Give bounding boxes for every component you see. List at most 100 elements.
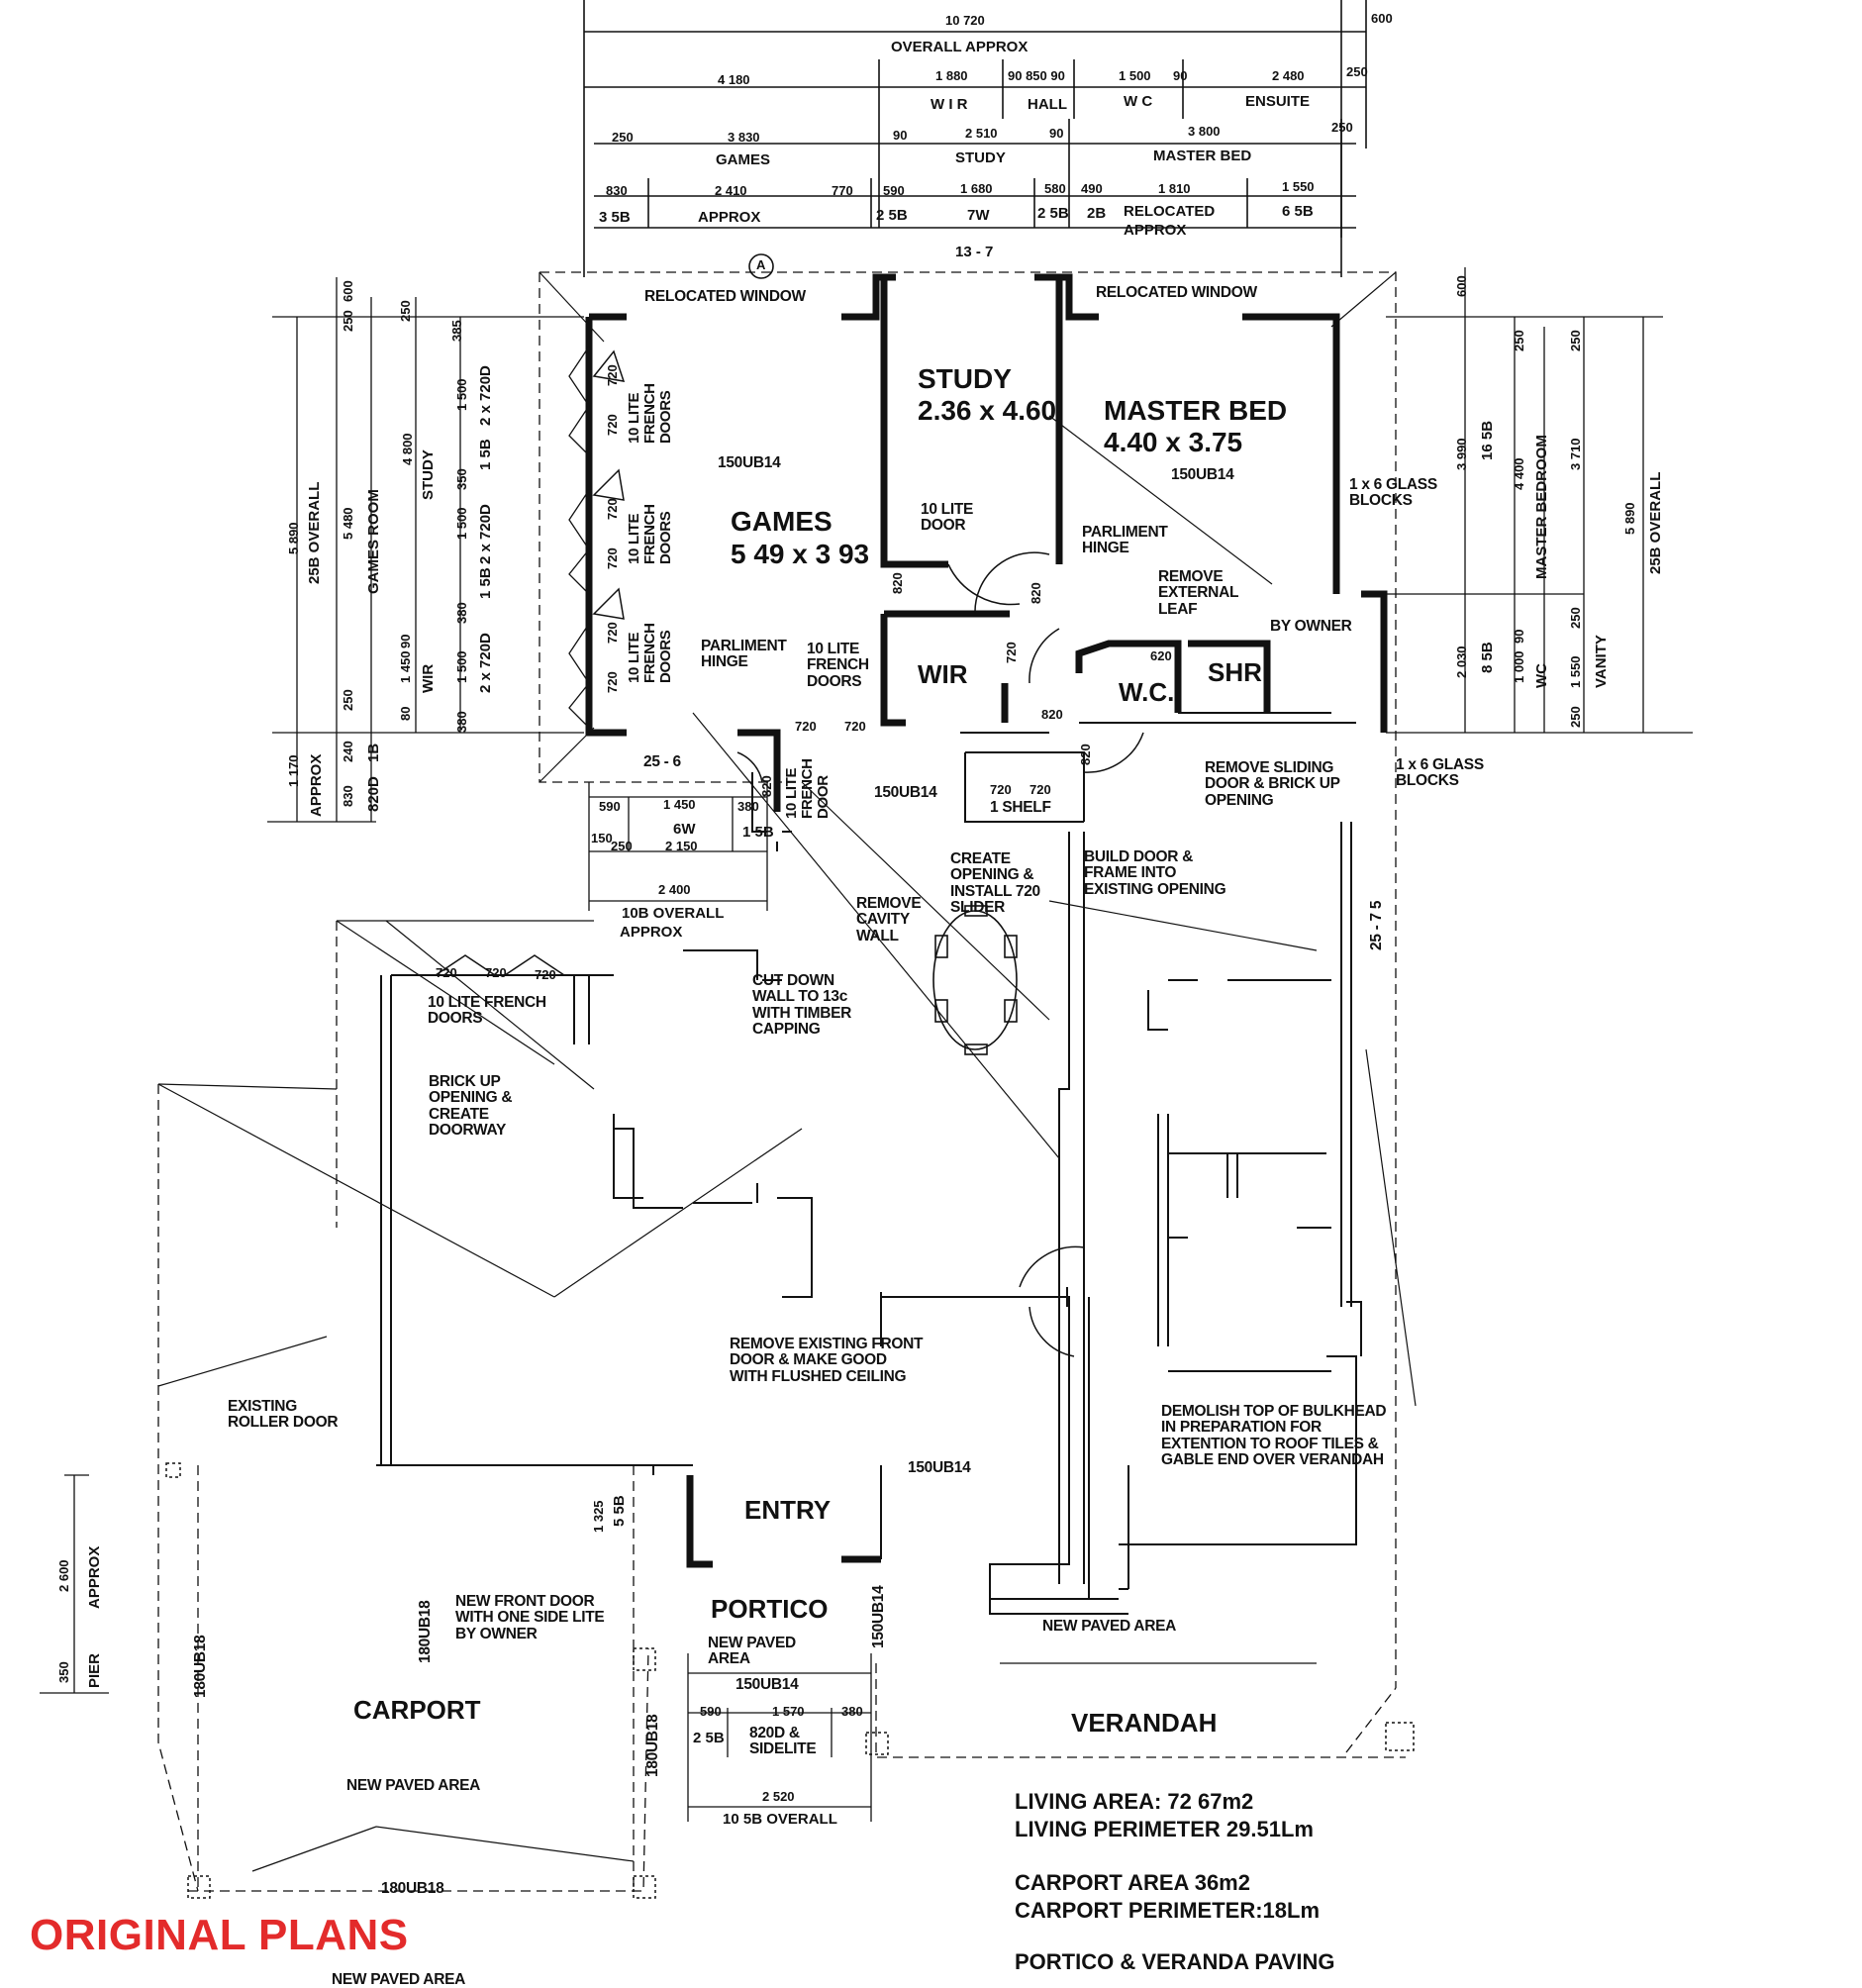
left-bottom-1B: 1B (365, 743, 382, 762)
carport-beam-left: 180UB18 (192, 1635, 209, 1698)
door-dim-820-study: 820 (890, 572, 905, 594)
section-marker-circle (748, 253, 774, 279)
top-row3-label-8: 6 5B (1282, 203, 1314, 220)
top-row3-dim-5: 580 (1044, 181, 1066, 196)
top-row2-dim-5: 3 800 (1188, 124, 1221, 139)
right-250d: 250 (1568, 706, 1583, 728)
games-dim-590: 590 (599, 799, 621, 814)
top-row3-dim-1: 2 410 (715, 183, 747, 198)
games-dim-1450: 1 450 (663, 797, 696, 812)
right-600: 600 (1454, 275, 1469, 297)
right-3710: 3 710 (1568, 438, 1583, 470)
portico-beam-18: 180UB18 (644, 1714, 661, 1777)
left-approx-label: APPROX (308, 753, 325, 817)
door-dim-720-h: 720 (844, 719, 866, 734)
door-dim-720-a: 720 (605, 364, 620, 386)
right-8-5B: 8 5B (1479, 642, 1496, 673)
games-dim-380: 380 (737, 799, 759, 814)
top-row1-dim-1: 1 880 (935, 68, 968, 83)
study-room-size: 2.36 x 4.60 (918, 395, 1057, 426)
top-row2-label-1: STUDY (955, 149, 1006, 166)
portico-dim-5-5B: 5 5B (611, 1495, 628, 1527)
left-opening-1: 1 5B (477, 439, 494, 470)
pier-dimension-lines (40, 1474, 109, 1694)
portico-dim-1325: 1 325 (591, 1500, 606, 1533)
right-250a: 250 (1512, 330, 1526, 351)
games-parliment-hinge: PARLIMENT HINGE (701, 638, 787, 671)
right-1000: 1 000 (1512, 650, 1526, 683)
door-dim-820-games: 820 (759, 775, 774, 797)
portico-beam-vertical: 150UB14 (870, 1585, 887, 1648)
portico-dim-overall: 10 5B OVERALL (723, 1811, 837, 1828)
left-overall-mm: 5 890 (286, 522, 301, 554)
top-row3-label-2: 2 5B (876, 207, 908, 224)
top-course-label: 13 - 7 (955, 244, 994, 260)
dining-table (932, 905, 1018, 1055)
left-dim-a2: 250 (398, 300, 413, 322)
left-bottom-820D: 820D (365, 776, 382, 812)
games-dim-overall: 10B OVERALL (622, 905, 725, 922)
top-row3-label-0: 3 5B (599, 209, 631, 226)
top-row3-dim-7: 1 810 (1158, 181, 1191, 196)
right-90: 90 (1512, 629, 1526, 644)
left-wir-label: WIR (420, 663, 437, 693)
remove-front-door: REMOVE EXISTING FRONT DOOR & MAKE GOOD W… (730, 1336, 924, 1385)
games-bottom-dimension-lines (588, 782, 768, 911)
side-dimension-lines (267, 267, 1693, 823)
carport-beam-mid: 180UB18 (417, 1600, 434, 1663)
left-dim-a3: 385 (449, 320, 464, 342)
french-doors-note-2: 10 LITE FRENCH DOORS (626, 504, 674, 564)
portico-label: PORTICO (711, 1594, 829, 1624)
left-dim-a10: 90 (398, 634, 413, 648)
beam-entry: 150UB14 (908, 1459, 971, 1476)
games-dim-2400: 2 400 (658, 882, 691, 897)
carport-beam-bottom: 180UB18 (381, 1880, 444, 1897)
left-dim-a7: 380 (454, 602, 469, 624)
left-study-label: STUDY (420, 449, 437, 500)
door-dim-720-l: 720 (485, 965, 507, 980)
top-row3-dim-4: 1 680 (960, 181, 993, 196)
door-dim-720-d: 720 (605, 547, 620, 569)
right-vanity: VANITY (1593, 635, 1610, 688)
relocated-window-left: RELOCATED WINDOW (644, 288, 806, 305)
top-row3-dim-6: 490 (1081, 181, 1103, 196)
beam-hall: 150UB14 (874, 784, 937, 801)
living-perimeter: LIVING PERIMETER 29.51Lm (1015, 1817, 1314, 1841)
portico-dim-380: 380 (841, 1704, 863, 1719)
left-study-mm: 4 800 (400, 433, 415, 465)
top-row2-dim-4: 90 (1049, 126, 1064, 141)
right-master-label: MASTER BEDROOM (1533, 435, 1550, 579)
top-row1-dim-2: 90 850 90 (1008, 68, 1065, 83)
left-games-label: GAMES ROOM (365, 489, 382, 594)
new-front-door: NEW FRONT DOOR WITH ONE SIDE LITE BY OWN… (455, 1593, 605, 1642)
top-overall-dim: 10 720 (945, 13, 985, 28)
right-master-mm: 4 400 (1512, 457, 1526, 490)
carport-perimeter: CARPORT PERIMETER:18Lm (1015, 1898, 1321, 1923)
top-row1-label-2: W C (1124, 93, 1153, 110)
top-row1-dim-6: 250 (1346, 64, 1368, 79)
course-25-75: 25 - 7 5 (1368, 900, 1385, 950)
side-lite-note: 820D & SIDELITE (749, 1725, 817, 1758)
games-dim-250: 250 (611, 839, 633, 853)
plan-title: ORIGINAL PLANS (30, 1911, 409, 1959)
top-row3-dim-8: 1 550 (1282, 179, 1315, 194)
existing-walls (376, 712, 1362, 1615)
door-dim-820-wc: 820 (1041, 707, 1063, 722)
carport-label: CARPORT (353, 1695, 481, 1725)
top-row3-label-1: APPROX (698, 209, 761, 226)
top-row2-label-0: GAMES (716, 151, 771, 168)
left-overall-label: 25B OVERALL (306, 481, 323, 584)
left-dim-a5: 350 (454, 468, 469, 490)
remove-external-leaf: REMOVE EXTERNAL LEAF (1158, 568, 1239, 618)
left-dim-a9: 380 (454, 711, 469, 733)
portico-dim-1570: 1 570 (772, 1704, 805, 1719)
door-dim-720-k: 720 (436, 965, 457, 980)
living-french-doors: 10 LITE FRENCH DOORS (428, 994, 546, 1028)
top-row1-dim-4: 90 (1173, 68, 1188, 83)
top-row1-label-1: HALL (1028, 96, 1067, 113)
top-row3-dim-2: 770 (832, 183, 853, 198)
top-row2-dim-0: 250 (612, 130, 634, 145)
portico-paved: NEW PAVED AREA (708, 1635, 796, 1668)
carport-paved: NEW PAVED AREA (346, 1777, 481, 1794)
left-dim-a6: 1 500 (454, 507, 469, 540)
